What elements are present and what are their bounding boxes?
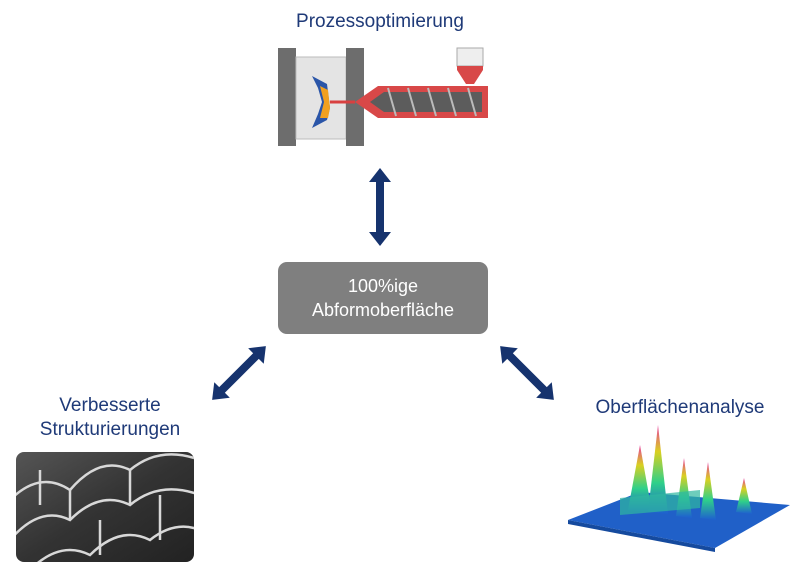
left-label-line-1: Verbesserte <box>59 395 161 416</box>
left-label-line-2: Strukturierungen <box>39 419 181 440</box>
surface-analysis-plot <box>568 425 790 552</box>
injection-molding-illustration <box>278 47 488 146</box>
label-improved-structuring: Verbesserte Strukturierungen <box>20 394 200 442</box>
label-surface-analysis: Oberflächenanalyse <box>595 397 765 418</box>
center-line-1: 100%ige <box>347 276 419 296</box>
arrow-vertical <box>369 168 391 246</box>
sem-microstructure-image <box>16 452 194 562</box>
label-process-optimization: Prozessoptimierung <box>296 11 464 32</box>
arrow-left-diagonal <box>212 346 266 400</box>
bidirectional-arrows <box>212 168 554 400</box>
arrow-right-diagonal <box>500 346 554 400</box>
center-line-2: Abformoberfläche <box>311 300 455 320</box>
central-box: 100%ige Abformoberfläche <box>278 262 488 334</box>
